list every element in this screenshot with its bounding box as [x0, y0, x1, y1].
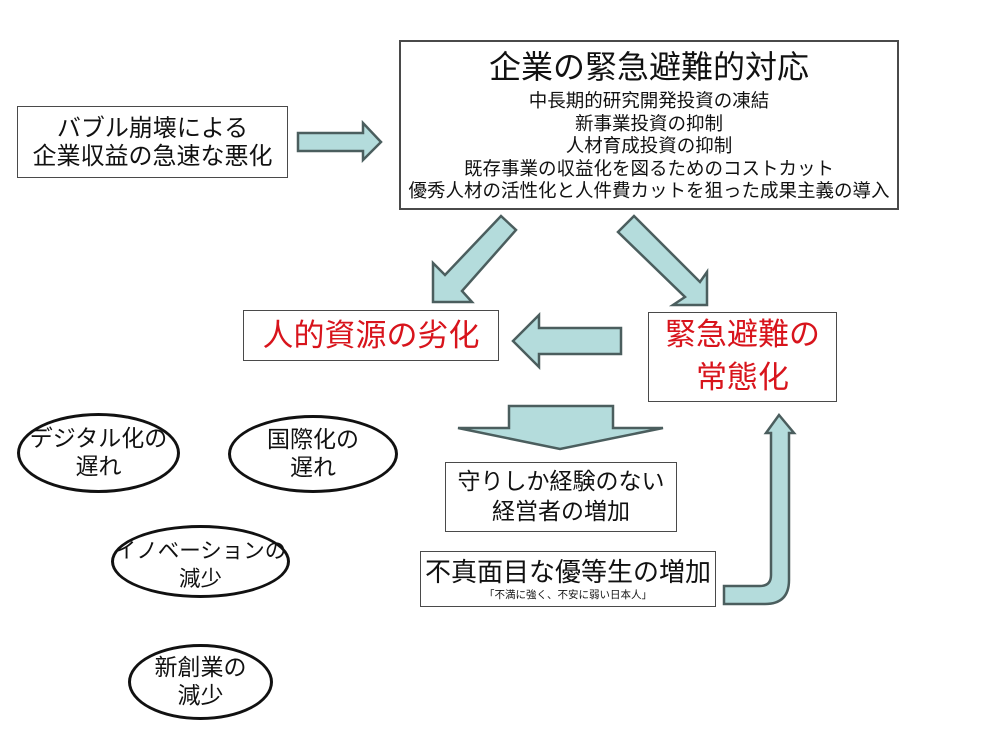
ellipse-line: 遅れ	[290, 455, 336, 481]
human-resource-text: 人的資源の劣化	[262, 317, 480, 354]
defensive-managers-box: 守りしか経験のない 経営者の増加	[445, 462, 677, 532]
response-box: 企業の緊急避難的対応 中長期的研究開発投資の凍結 新事業投資の抑制 人材育成投資…	[399, 40, 899, 210]
response-item: 中長期的研究開発投資の凍結	[528, 91, 770, 112]
response-item: 既存事業の収益化を図るためのコストカット	[463, 158, 834, 180]
arrow-down-left-icon	[431, 214, 518, 304]
consequence-ellipse-startups: 新創業の 減少	[128, 644, 273, 720]
managers-line-2: 経営者の増加	[492, 499, 630, 525]
normalization-line-2: 常態化	[696, 360, 789, 396]
cause-box: バブル崩壊による 企業収益の急速な悪化	[17, 106, 288, 178]
arrow-down-icon	[457, 404, 664, 451]
ellipse-line: 減少	[178, 566, 222, 592]
honor-student-text: 不真面目な優等生の増加	[424, 557, 711, 588]
consequence-ellipse-digital: デジタル化の 遅れ	[17, 413, 180, 493]
ellipse-line: 新創業の	[154, 655, 247, 681]
arrow-right-icon	[296, 119, 383, 164]
cause-line-1: バブル崩壊による	[56, 114, 249, 142]
consequence-ellipse-globalization: 国際化の 遅れ	[228, 415, 398, 493]
arrow-down-right-icon	[616, 214, 709, 307]
emergency-normalization-box: 緊急避難の 常態化	[648, 312, 837, 402]
ellipse-line: イノベーションの	[114, 538, 287, 564]
ellipse-line: 減少	[177, 683, 224, 709]
ellipse-line: 国際化の	[267, 427, 359, 453]
ellipse-line: 遅れ	[75, 454, 122, 480]
consequence-ellipse-innovation: イノベーションの 減少	[111, 525, 290, 598]
arrow-left-icon	[511, 311, 623, 371]
normalization-line-1: 緊急避難の	[665, 317, 820, 353]
cause-line-2: 企業収益の急速な悪化	[32, 142, 273, 170]
human-resource-degradation-box: 人的資源の劣化	[243, 310, 499, 361]
managers-line-1: 守りしか経験のない	[457, 469, 665, 495]
response-item: 人材育成投資の抑制	[565, 136, 733, 157]
ellipse-line: デジタル化の	[29, 426, 168, 452]
honor-student-box: 不真面目な優等生の増加 「不満に強く、不安に弱い日本人」	[420, 551, 716, 607]
honor-student-caption: 「不満に強く、不安に弱い日本人」	[484, 588, 652, 601]
arrow-u-turn-up-icon	[722, 412, 797, 606]
response-item: 新事業投資の抑制	[574, 113, 723, 135]
response-title: 企業の緊急避難的対応	[488, 48, 809, 86]
response-item: 優秀人材の活性化と人件費カットを狙った成果主義の導入	[408, 181, 890, 202]
